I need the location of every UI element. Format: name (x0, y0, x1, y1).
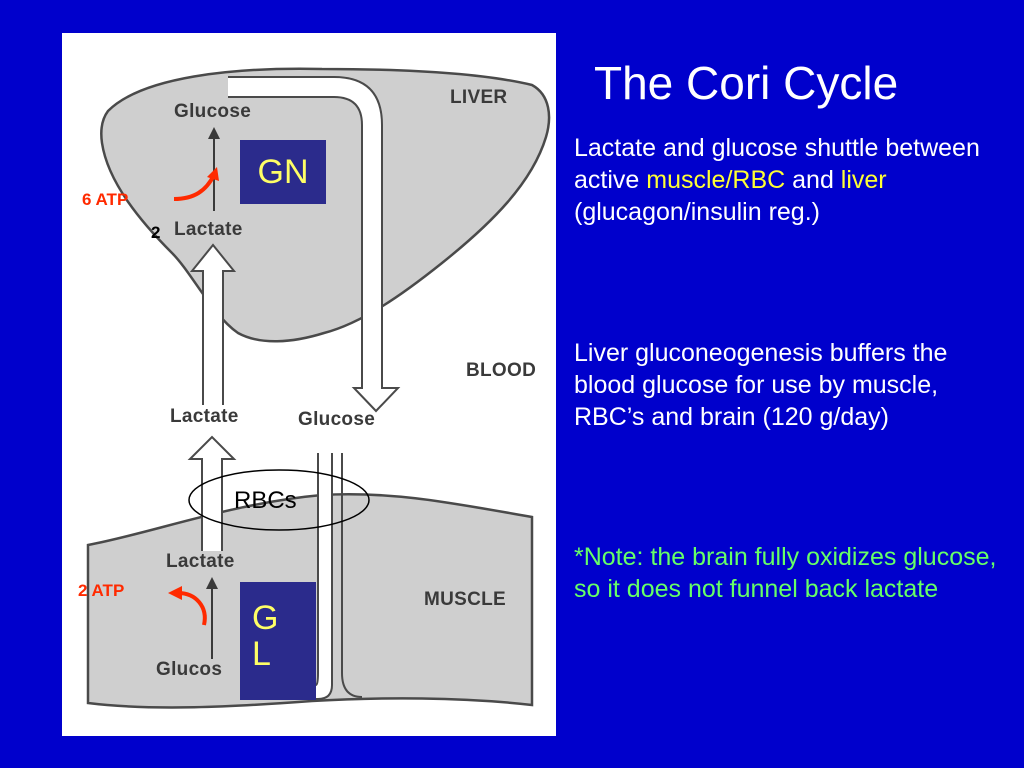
muscle-glucose-label: Glucos (156, 659, 223, 680)
liver-lactate-label: Lactate (174, 219, 243, 240)
paragraph-gluconeogenesis: Liver gluconeogenesis buffers the blood … (574, 339, 948, 431)
rbc-ellipse (188, 469, 370, 531)
slide-title: The Cori Cycle (594, 57, 899, 109)
lactate-up-arrow-blood (189, 243, 237, 405)
p1-text-a: Lactate and glucose shuttle between acti… (574, 134, 980, 194)
p1-text-b: and (785, 166, 841, 194)
lactate-count-label: 2 (151, 223, 161, 242)
gn-box: GN (240, 140, 326, 204)
liver-atp-arrow (173, 174, 216, 201)
muscle-label: MUSCLE (424, 589, 507, 610)
gl-box: G L (240, 582, 316, 700)
p1-muscle-rbc: muscle/RBC (646, 166, 786, 194)
p1-text-c: (glucagon/insulin reg.) (574, 198, 820, 226)
liver-atp-label: 6 ATP (82, 190, 129, 209)
glucose-right-pipe (341, 453, 363, 698)
muscle-atp-arrow (177, 591, 207, 626)
liver-glucose-label: Glucose (174, 101, 252, 122)
gl-box-line2: L (252, 635, 271, 673)
muscle-lactate-label: Lactate (166, 551, 235, 572)
paragraph-brain-note: *Note: the brain fully oxidizes glucose,… (574, 543, 997, 603)
blood-label: BLOOD (466, 360, 537, 381)
liver-label: LIVER (450, 87, 508, 108)
liver-shape (100, 67, 551, 343)
glucose-loop-arrow (228, 76, 401, 413)
blood-lactate-label: Lactate (170, 406, 239, 427)
gn-box-label: GN (257, 153, 309, 191)
muscle-atp-label: 2 ATP (78, 581, 125, 600)
lactate-up-arrow-muscle (187, 435, 237, 551)
paragraph-shuttle: Lactate and glucose shuttle between acti… (574, 132, 1014, 228)
cori-cycle-diagram: LIVER BLOOD MUSCLE Glucose Lactate Lacta… (62, 33, 556, 736)
p1-liver: liver (840, 166, 887, 194)
blood-glucose-label: Glucose (298, 409, 376, 430)
rbc-label: RBCs (234, 487, 297, 514)
gl-box-line1: G (252, 599, 279, 637)
